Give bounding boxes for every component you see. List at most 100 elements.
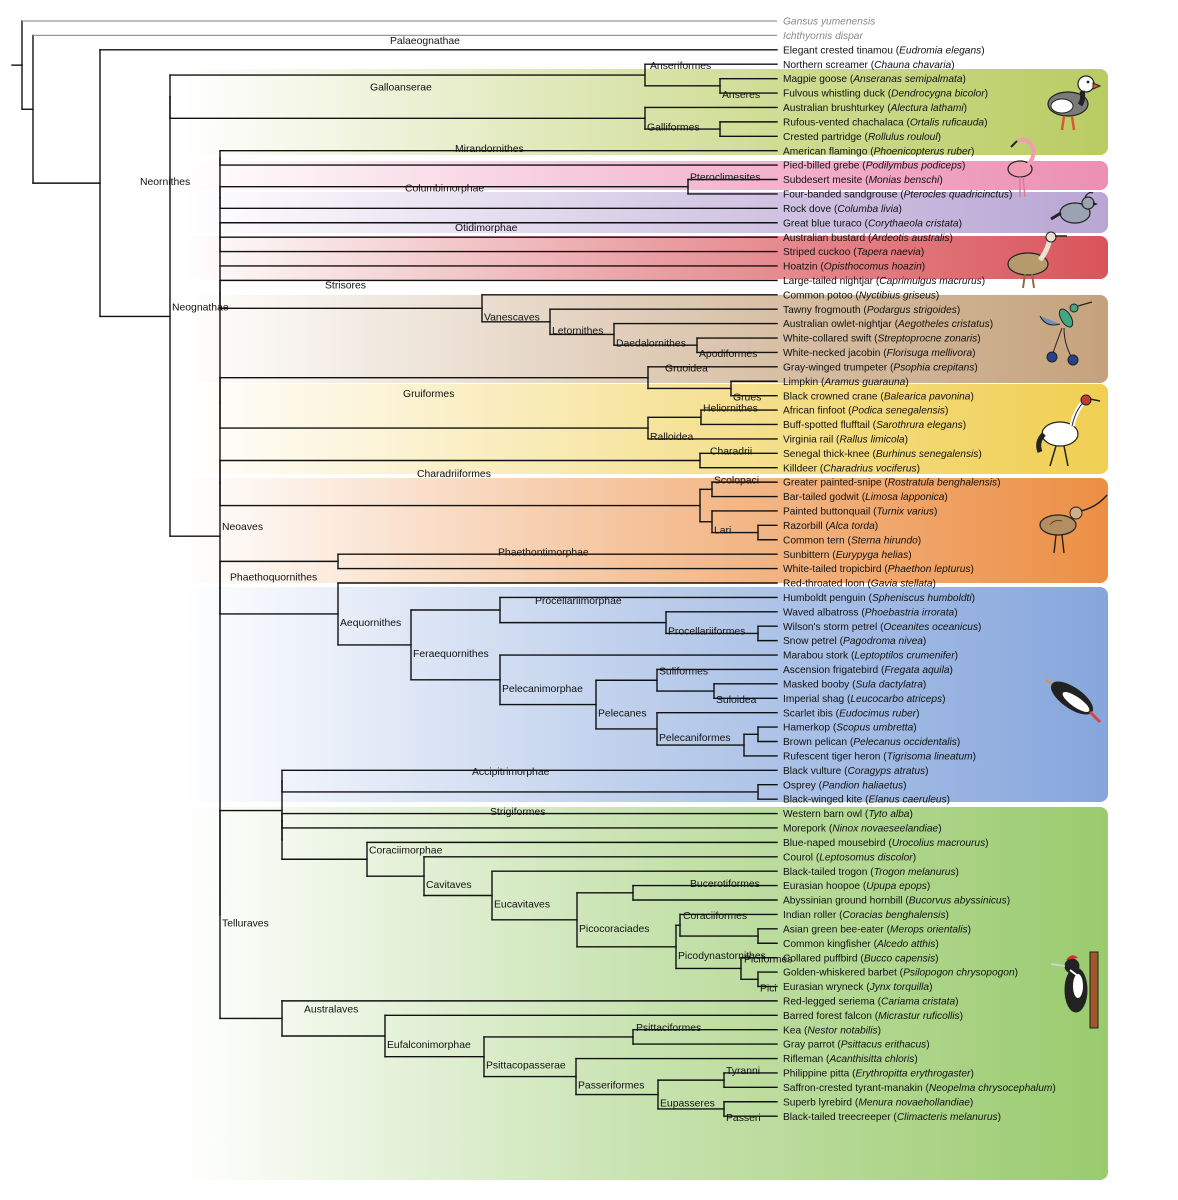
tip-scientific-name: Ortalis ruficauda bbox=[910, 117, 985, 128]
tip-common-name: Red-legged seriema bbox=[783, 996, 875, 1007]
tip-paren-close: ) bbox=[982, 276, 985, 287]
bustard-icon bbox=[1007, 231, 1067, 289]
tip-paren-close: ) bbox=[990, 319, 993, 330]
tip-label: Northern screamer (Chauna chavaria) bbox=[783, 60, 955, 71]
clade-label-mirandornithes: Mirandornithes bbox=[455, 144, 524, 155]
tip-common-name: Golden-whiskered barbet bbox=[783, 968, 897, 979]
tip-paren-open: ( bbox=[882, 478, 889, 489]
tip-paren-open: ( bbox=[867, 867, 874, 878]
tip-common-name: Blue-naped mousebird bbox=[783, 838, 886, 849]
tip-paren-close: ) bbox=[972, 348, 975, 359]
tip-scientific-name: Ichthyornis dispar bbox=[783, 31, 863, 42]
tip-label: Black vulture (Coragyps atratus) bbox=[783, 766, 929, 777]
tip-scientific-name: Ardeotis australis bbox=[870, 233, 949, 244]
tip-common-name: Black crowned crane bbox=[783, 391, 878, 402]
tip-label: Abyssinian ground hornbill (Bucorvus aby… bbox=[783, 896, 1010, 907]
tip-label: Striped cuckoo (Tapera naevia) bbox=[783, 247, 924, 258]
tip-scientific-name: Tapera naevia bbox=[857, 247, 922, 258]
tip-common-name: Hamerkop bbox=[783, 723, 830, 734]
clade-label-picodynastornithes: Picodynastornithes bbox=[678, 951, 766, 962]
tip-paren-close: ) bbox=[926, 1040, 929, 1051]
tip-paren-close: ) bbox=[957, 737, 960, 748]
tip-paren-close: ) bbox=[950, 233, 953, 244]
tip-paren-open: ( bbox=[844, 694, 851, 705]
tip-paren-close: ) bbox=[913, 852, 916, 863]
penguin-icon bbox=[1045, 679, 1102, 724]
clade-label-galliformes: Galliformes bbox=[647, 122, 700, 133]
tip-label: Fulvous whistling duck (Dendrocygna bico… bbox=[783, 89, 988, 100]
tip-scientific-name: Phaethon lepturus bbox=[888, 564, 971, 575]
tip-paren-open: ( bbox=[849, 679, 856, 690]
tip-paren-close: ) bbox=[962, 161, 965, 172]
tip-common-name: Elegant crested tinamou bbox=[783, 45, 893, 56]
tip-paren-close: ) bbox=[922, 262, 925, 273]
tip-paren-open: ( bbox=[885, 89, 892, 100]
tip-label: Black crowned crane (Balearica pavonina) bbox=[783, 391, 974, 402]
tip-paren-close: ) bbox=[917, 463, 920, 474]
clade-label-strisores: Strisores bbox=[325, 280, 366, 291]
clade-labels: NeornithesPalaeognathaeNeognathaeGalloan… bbox=[140, 36, 793, 1124]
tip-label: Black-tailed trogon (Trogon melanurus) bbox=[783, 867, 959, 878]
tip-common-name: Black-tailed treecreeper bbox=[783, 1112, 891, 1123]
tip-paren-open: ( bbox=[853, 290, 860, 301]
clade-label-accipitrimorphae: Accipitrimorphae bbox=[472, 767, 550, 778]
tip-paren-close: ) bbox=[972, 593, 975, 604]
tip-paren-close: ) bbox=[938, 132, 941, 143]
tip-common-name: Ascension frigatebird bbox=[783, 665, 878, 676]
tip-paren-close: ) bbox=[985, 838, 988, 849]
tip-scientific-name: Bucco capensis bbox=[864, 953, 935, 964]
tip-common-name: Rufescent tiger heron bbox=[783, 752, 880, 763]
clade-label-strigiformes: Strigiformes bbox=[490, 807, 545, 818]
tip-label: Tawny frogmouth (Podargus strigoides) bbox=[783, 305, 960, 316]
tip-label: Ichthyornis dispar bbox=[783, 31, 863, 42]
tip-scientific-name: Cariama cristata bbox=[881, 996, 955, 1007]
tip-common-name: White-tailed tropicbird bbox=[783, 564, 882, 575]
tip-common-name: Asian green bee-eater bbox=[783, 924, 884, 935]
tip-common-name: White-necked jacobin bbox=[783, 348, 880, 359]
tip-label: Common potoo (Nyctibius griseus) bbox=[783, 290, 939, 301]
tip-scientific-name: Psittacus erithacus bbox=[841, 1040, 927, 1051]
tip-paren-open: ( bbox=[880, 348, 887, 359]
clade-label-eupasseres: Eupasseres bbox=[660, 1099, 715, 1110]
tip-paren-close: ) bbox=[947, 795, 950, 806]
clade-label-psittaciformes: Psittaciformes bbox=[636, 1023, 701, 1034]
tip-paren-open: ( bbox=[861, 305, 868, 316]
tip-label: Rufous-vented chachalaca (Ortalis rufica… bbox=[783, 117, 987, 128]
tip-label: Killdeer (Charadrius vociferus) bbox=[783, 463, 920, 474]
crane-icon bbox=[1036, 394, 1101, 467]
tip-paren-open: ( bbox=[845, 406, 852, 417]
tip-paren-close: ) bbox=[968, 924, 971, 935]
tip-scientific-name: Neopelma chrysocephalum bbox=[929, 1083, 1053, 1094]
tip-paren-close: ) bbox=[955, 996, 958, 1007]
tip-label: Sunbittern (Eurypyga helias) bbox=[783, 550, 912, 561]
tip-paren-close: ) bbox=[923, 636, 926, 647]
tip-paren-open: ( bbox=[872, 1011, 879, 1022]
tip-paren-open: ( bbox=[829, 550, 836, 561]
tip-label: Rifleman (Acanthisitta chloris) bbox=[783, 1054, 918, 1065]
clade-label-pelecaniformes: Pelecaniformes bbox=[659, 733, 731, 744]
tip-paren-open: ( bbox=[887, 362, 894, 373]
tip-paren-close: ) bbox=[936, 290, 939, 301]
tip-paren-close: ) bbox=[925, 766, 928, 777]
clade-label-lari: Lari bbox=[714, 526, 731, 537]
tip-paren-open: ( bbox=[897, 968, 904, 979]
tip-paren-open: ( bbox=[848, 651, 855, 662]
tip-common-name: Philippine pitta bbox=[783, 1069, 850, 1080]
tip-label: Barred forest falcon (Micrastur ruficoll… bbox=[783, 1011, 963, 1022]
tip-paren-open: ( bbox=[837, 636, 844, 647]
clade-label-suloidea: Suloidea bbox=[716, 695, 757, 706]
panel-phaethoquornithes bbox=[182, 587, 1108, 802]
tip-common-name: Bar-tailed godwit bbox=[783, 492, 859, 503]
tip-common-name: Morepork bbox=[783, 824, 827, 835]
tip-scientific-name: Merops orientalis bbox=[890, 924, 968, 935]
tip-common-name: Saffron-crested tyrant-manakin bbox=[783, 1083, 923, 1094]
tip-paren-open: ( bbox=[868, 60, 875, 71]
tip-paren-open: ( bbox=[833, 708, 840, 719]
tip-scientific-name: Rallus limicola bbox=[839, 434, 904, 445]
tip-common-name: Rufous-vented chachalaca bbox=[783, 117, 904, 128]
tip-scientific-name: Balearica pavonina bbox=[884, 391, 971, 402]
tip-common-name: Brown pelican bbox=[783, 737, 847, 748]
tip-paren-open: ( bbox=[873, 276, 880, 287]
tip-paren-open: ( bbox=[882, 564, 889, 575]
tip-label: Collared puffbird (Bucco capensis) bbox=[783, 953, 939, 964]
